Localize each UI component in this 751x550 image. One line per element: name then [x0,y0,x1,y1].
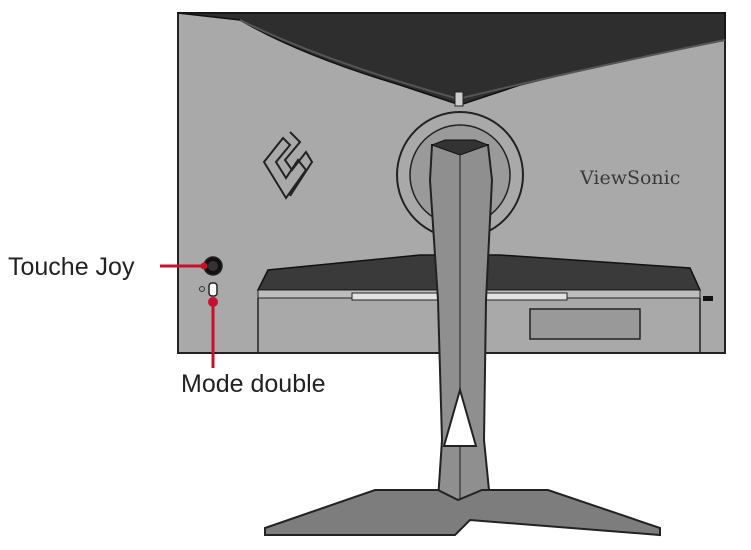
kensington-lock-icon [703,296,713,301]
brand-logo-icon [262,131,314,200]
top-vent-edge-right [461,39,726,99]
stand-neck-top [430,139,490,156]
stand-base [264,489,661,537]
label-plate [529,308,641,340]
power-mode-icon [199,286,205,292]
top-vent-notch [454,91,464,107]
dual-mode-label: Mode double [181,370,326,398]
stand-cable-hole [442,386,478,447]
top-vent-edge-left [239,19,456,99]
dual-mode-callout [208,297,218,368]
lower-body-outline [257,298,701,352]
joy-key-label: Touche Joy [8,253,135,281]
joy-key-inner [208,261,218,271]
joy-key-callout [160,262,208,270]
dual-mode-switch[interactable] [208,282,218,297]
brand-wordmark: ViewSonic [579,167,680,189]
